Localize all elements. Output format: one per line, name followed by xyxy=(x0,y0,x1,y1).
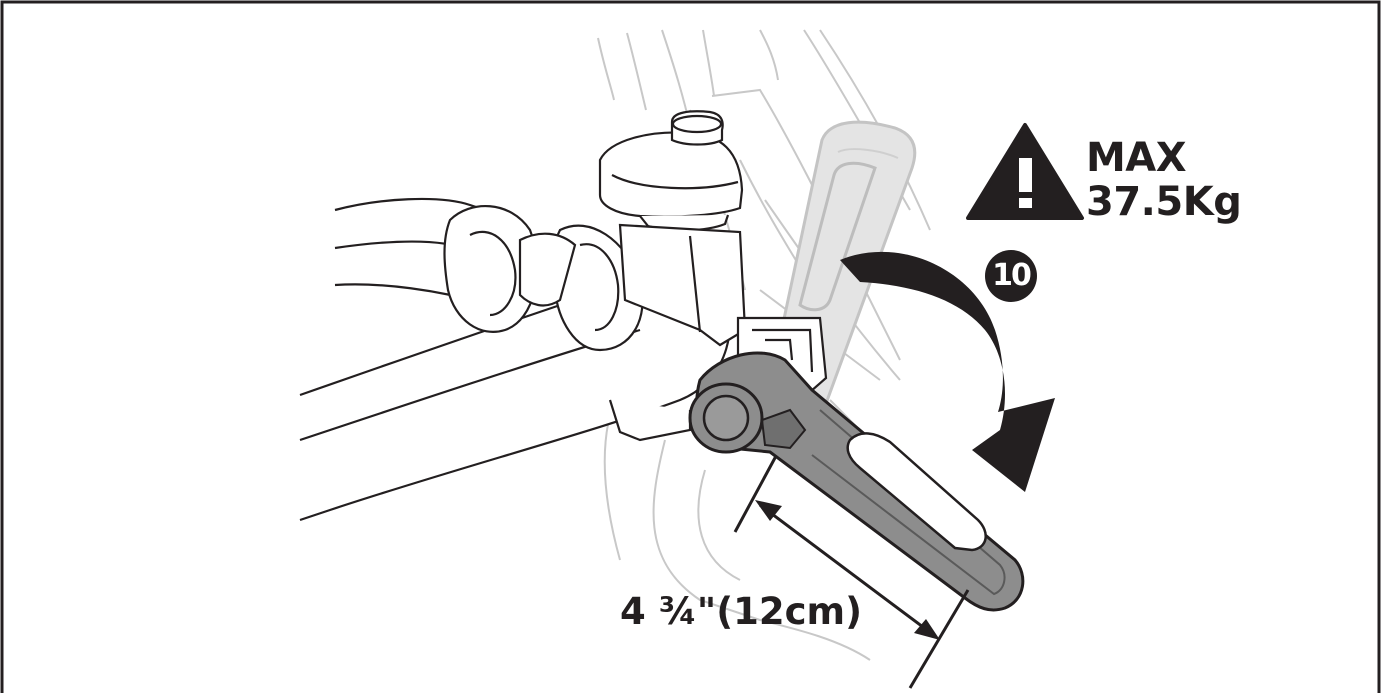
max-label: MAX xyxy=(1086,135,1187,181)
adjuster-knob xyxy=(598,110,747,442)
frame-tube xyxy=(299,197,731,522)
dimension-arrowheads xyxy=(755,500,940,640)
exclamation-triangle-icon xyxy=(966,123,1084,220)
step-number-badge: 10 xyxy=(985,250,1037,302)
max-weight-value: 37.5Kg xyxy=(1086,179,1242,225)
dimension-label: 4 ¾"(12cm) xyxy=(620,590,862,633)
release-lever xyxy=(688,351,1025,612)
rotation-arrow xyxy=(840,251,1055,492)
max-load-warning: MAX 37.5Kg xyxy=(1086,135,1242,225)
